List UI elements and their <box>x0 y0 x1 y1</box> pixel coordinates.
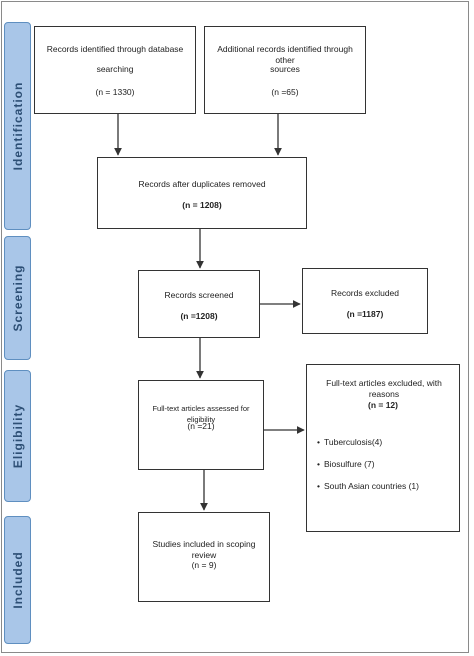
box-included-count: (n = 9) <box>191 560 217 570</box>
box-database-line1: Records identified through database <box>46 44 184 54</box>
exclusion-reasons-list: Tuberculosis(4) Biosulfure (7) South Asi… <box>317 437 419 503</box>
box-database-count: (n = 1330) <box>95 87 135 97</box>
phase-identification: Identification <box>4 22 31 230</box>
box-other-line1: Additional records identified through ot… <box>217 44 353 65</box>
box-database-line2: searching <box>96 64 134 74</box>
phase-included: Included <box>4 516 31 644</box>
box-records-screened: Records screened (n =1208) <box>138 270 260 338</box>
box-after-duplicates-count: (n = 1208) <box>182 200 222 210</box>
exclusion-reason: South Asian countries (1) <box>317 481 419 492</box>
box-excluded-line1: Records excluded <box>330 288 400 298</box>
box-included-line1: Studies included in scoping review <box>152 539 256 560</box>
box-other-count: (n =65) <box>271 87 299 97</box>
exclusion-reason: Biosulfure (7) <box>317 459 419 470</box>
box-fulltext-excluded-count: (n = 12) <box>368 400 398 410</box>
box-excluded-count: (n =1187) <box>346 309 384 319</box>
box-other-line2: sources <box>270 64 300 74</box>
box-fulltext-excluded: Full-text articles excluded, with reason… <box>306 364 460 532</box>
exclusion-reason: Tuberculosis(4) <box>317 437 419 448</box>
box-fulltext-assessed: Full-text articles assessed for eligibil… <box>138 380 264 470</box>
box-records-excluded: Records excluded (n =1187) <box>302 268 428 334</box>
box-after-duplicates-line1: Records after duplicates removed <box>138 179 266 189</box>
box-screened-count: (n =1208) <box>180 311 218 321</box>
box-fulltext-count: (n =21) <box>187 421 215 431</box>
box-fulltext-line1: Full-text articles assessed for eligibil… <box>152 404 250 424</box>
phase-screening: Screening <box>4 236 31 360</box>
box-screened-line1: Records screened <box>164 290 234 300</box>
box-fulltext-excluded-line1: Full-text articles excluded, with reason… <box>326 378 442 399</box>
box-after-duplicates: Records after duplicates removed (n = 12… <box>97 157 307 229</box>
box-database-records: Records identified through database sear… <box>34 26 196 114</box>
box-other-sources: Additional records identified through ot… <box>204 26 366 114</box>
box-studies-included: Studies included in scoping review (n = … <box>138 512 270 602</box>
phase-eligibility: Eligibility <box>4 370 31 502</box>
